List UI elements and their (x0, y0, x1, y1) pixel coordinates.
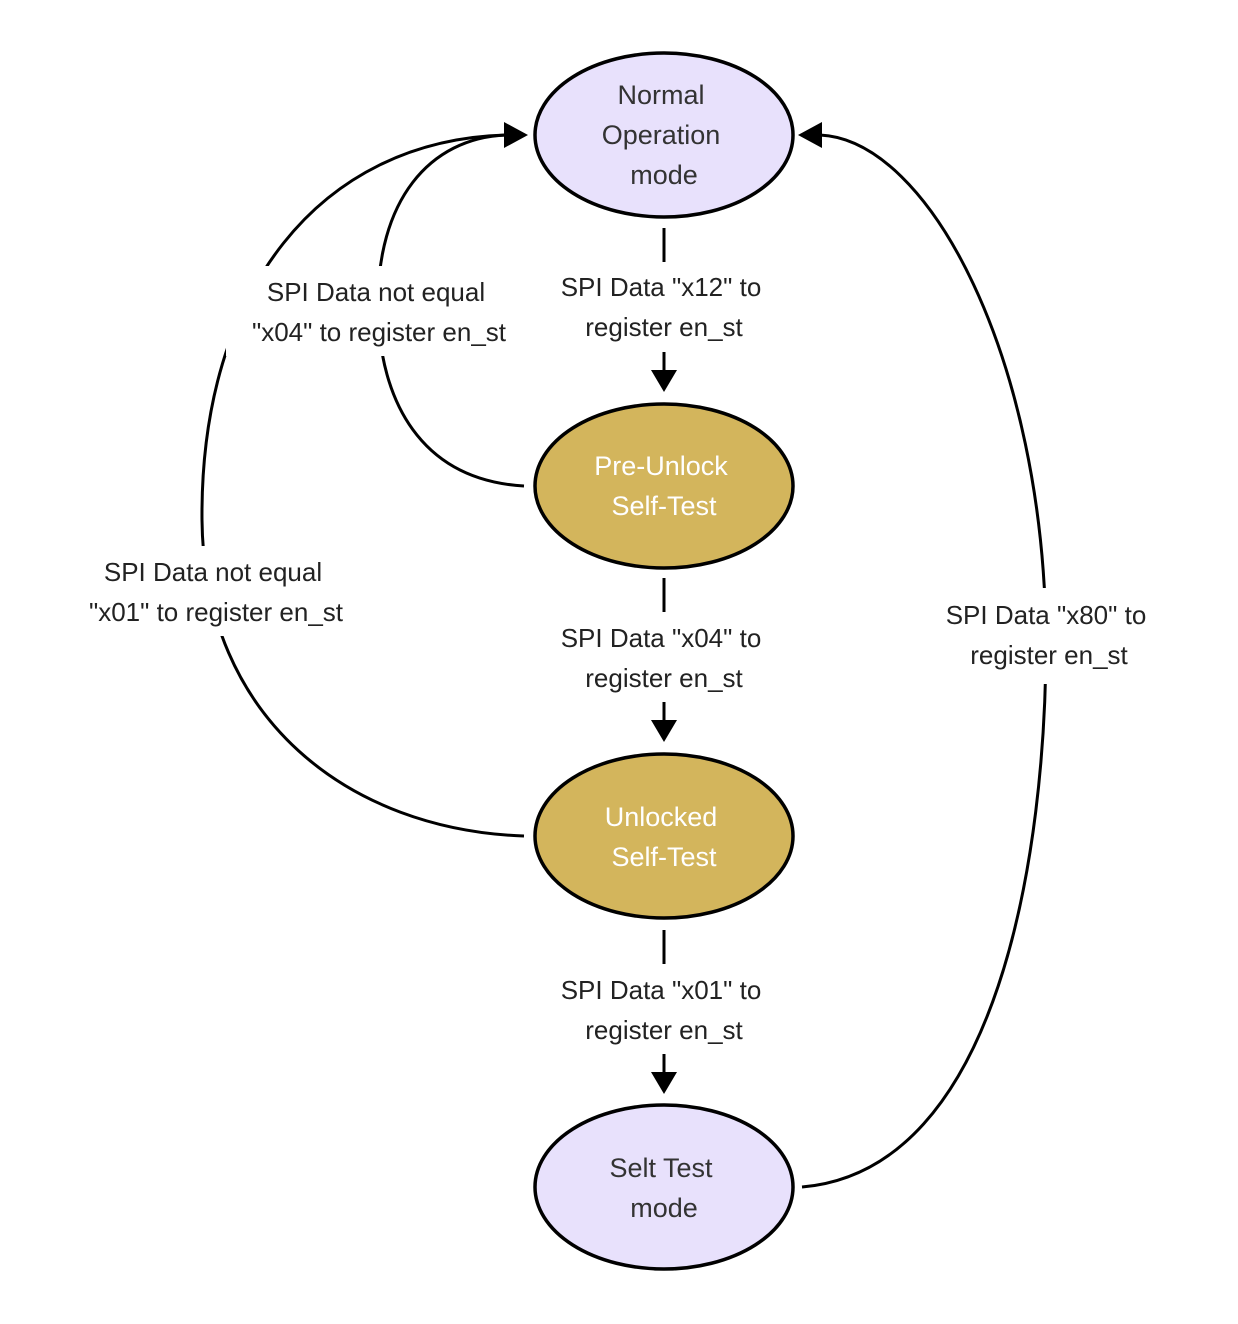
node-label-line: Self-Test (611, 491, 717, 521)
state-unlocked-self-test: Unlocked Self-Test (533, 752, 795, 920)
edge-label-x80: SPI Data "x80" to register en_st (924, 588, 1170, 684)
edge-label-line: "x01" to register en_st (89, 597, 344, 627)
node-label-line: mode (630, 160, 698, 190)
edge-label-line: SPI Data not equal (104, 557, 322, 587)
edge-label-x01: SPI Data "x01" to register en_st (540, 964, 788, 1054)
edge-label-line: register en_st (970, 640, 1128, 670)
state-normal-operation: Normal Operation mode (533, 51, 795, 219)
edge-label-line: SPI Data "x12" to (561, 272, 762, 302)
edge-label-line: register en_st (585, 312, 743, 342)
edge-unlocked-to-normal (200, 133, 525, 838)
node-label-line: Pre-Unlock (594, 451, 728, 481)
node-label-line: Selt Test (609, 1153, 713, 1183)
arrowhead (798, 122, 822, 148)
arrowhead (504, 122, 528, 148)
node-label-line: Normal (617, 80, 704, 110)
state-pre-unlock-self-test: Pre-Unlock Self-Test (533, 402, 795, 570)
node-label-line: Self-Test (611, 842, 717, 872)
node-label-line: Unlocked (605, 802, 718, 832)
edge-label-not-x01: SPI Data not equal "x01" to register en_… (62, 546, 372, 636)
edge-label-line: SPI Data "x80" to (946, 600, 1147, 630)
edge-label-line: register en_st (585, 1015, 743, 1045)
edge-label-line: register en_st (585, 663, 743, 693)
node-label-line: mode (630, 1193, 698, 1223)
edge-label-x12: SPI Data "x12" to register en_st (540, 262, 788, 352)
node-label-line: Operation (602, 120, 721, 150)
edge-labels: SPI Data "x12" to register en_st SPI Dat… (62, 262, 1170, 1054)
edge-label-line: "x04" to register en_st (252, 317, 507, 347)
arrowhead (651, 370, 677, 392)
edge-label-not-x04: SPI Data not equal "x04" to register en_… (226, 266, 536, 356)
nodes: Normal Operation mode Pre-Unlock Self-Te… (533, 51, 795, 1271)
state-self-test-mode: Selt Test mode (533, 1103, 795, 1271)
edge-label-line: SPI Data "x01" to (561, 975, 762, 1005)
arrowhead (651, 720, 677, 742)
edge-label-line: SPI Data not equal (267, 277, 485, 307)
edge-label-x04: SPI Data "x04" to register en_st (540, 612, 788, 702)
arrowhead (651, 1072, 677, 1094)
edge-label-line: SPI Data "x04" to (561, 623, 762, 653)
